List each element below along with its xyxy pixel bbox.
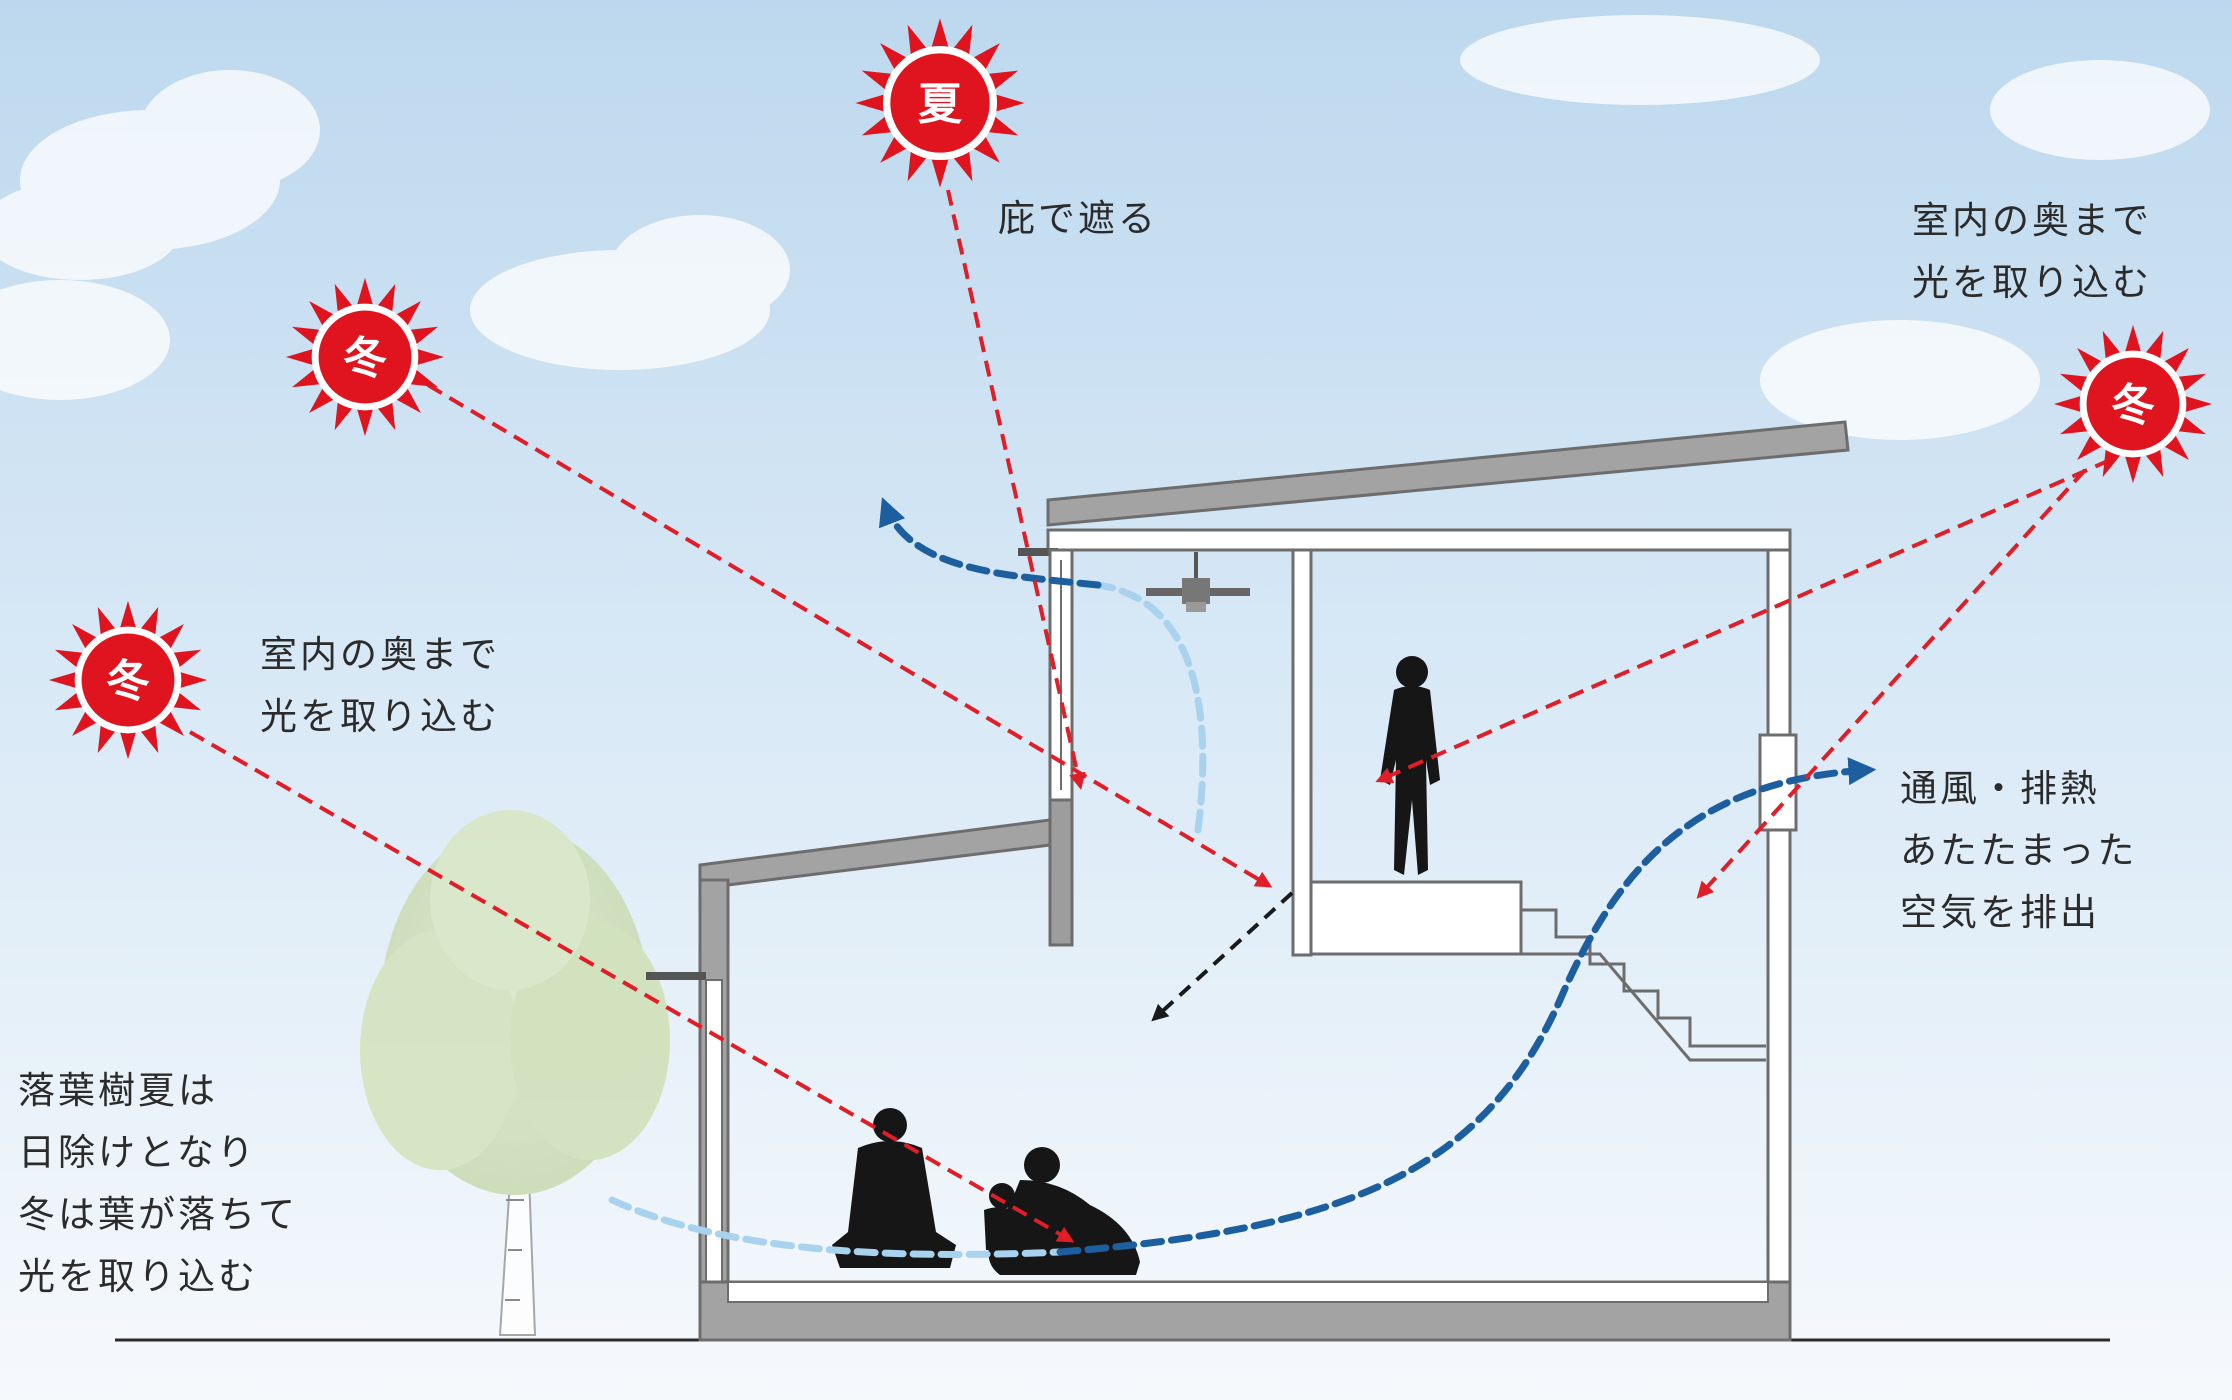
house-section [646,420,1850,1342]
upper-floor-slab [1309,880,1523,956]
annotation-line: 落葉樹夏は [18,1069,218,1112]
clouds [0,15,2210,440]
annotation-line: 日除けとなり [18,1131,257,1174]
annotation-line: 空気を排出 [1900,891,2100,934]
sun-label-winter: 冬 [343,333,387,384]
sun-icon: 冬 [48,600,208,760]
sun-icon: 夏 [855,18,1025,188]
interior-partition [1291,548,1313,957]
annotation-deciduous-tree: 落葉樹夏は 日除けとなり 冬は葉が落ちて 光を取り込む [18,1060,298,1308]
annotation-line: 庇で遮る [998,197,1158,240]
annotation-line: 光を取り込む [18,1255,258,1298]
annotation-line: 室内の奥まで [1912,199,2152,242]
reflected-light-ray [1151,891,1294,1022]
annotation-line: 室内の奥まで [260,633,500,676]
right-wall [1766,548,1792,1342]
annotation-line: 冬は葉が落ちて [18,1193,298,1236]
sun-icon: 冬 [285,277,445,437]
annotation-winter-light-right: 室内の奥まで 光を取り込む [1912,190,2152,314]
sun-icon: 冬 [2053,324,2213,484]
annotation-ventilation: 通風・排熱 あたたまった 空気を排出 [1900,758,2137,944]
annotation-line: 通風・排熱 [1900,767,2100,810]
airflow-paths [608,497,1877,1258]
upper-ceiling [1046,528,1792,552]
annotation-winter-light-left: 室内の奥まで 光を取り込む [260,624,500,748]
sun-label-winter: 冬 [2111,380,2155,431]
staircase [1519,882,1766,1048]
annotation-line: 光を取り込む [260,695,500,738]
eave [1018,548,1058,556]
sun-label-summer: 夏 [918,79,963,130]
ceiling-fan-icon [1146,552,1250,612]
sunlight-rays [189,189,2111,1243]
lower-eave [646,972,706,980]
sun-label-winter: 冬 [106,656,150,707]
annotation-eave-shade: 庇で遮る [998,188,1158,250]
tree-icon [360,810,670,1336]
main-roof [1046,420,1850,527]
annotation-line: あたたまった [1900,829,2138,872]
annotation-line: 光を取り込む [1912,261,2152,304]
